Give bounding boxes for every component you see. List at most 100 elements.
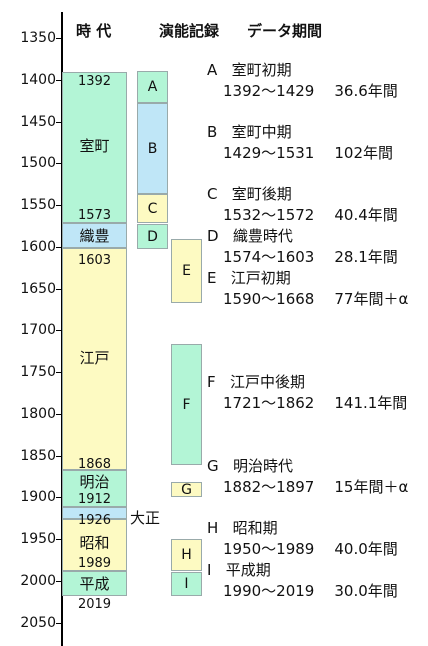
period-name: 明治時代 <box>232 457 293 475</box>
period-desc-c: C 室町後期 1532～1572 40.4年間 <box>207 184 398 226</box>
period-name: 室町後期 <box>231 185 292 203</box>
period-letter: B <box>207 123 218 141</box>
era-year-label: 1603 <box>77 253 112 268</box>
record-box-b: B <box>137 103 168 194</box>
era-year-label: 1926 <box>77 513 112 528</box>
year-axis-line <box>61 12 63 646</box>
period-duration: 102年間 <box>334 144 393 162</box>
period-range: 1950～1989 <box>223 540 315 558</box>
record-box-h: H <box>171 539 202 571</box>
period-column-header: データ期間 <box>247 22 323 40</box>
era-name-label: 明治 <box>79 473 110 491</box>
period-desc-i: I 平成期 1990～2019 30.0年間 <box>207 560 398 602</box>
tick-mark <box>56 80 62 81</box>
tick-label: 1550 <box>20 197 56 213</box>
period-duration: 28.1年間 <box>334 248 398 266</box>
period-duration: 40.4年間 <box>334 206 398 224</box>
period-name: 室町中期 <box>231 123 292 141</box>
period-range: 1590～1668 <box>223 290 315 308</box>
tick-label: 1800 <box>20 406 56 422</box>
period-desc-a: A 室町初期 1392～1429 36.6年間 <box>207 60 398 102</box>
period-range: 1574～1603 <box>223 248 315 266</box>
record-box-f: F <box>171 344 202 465</box>
period-name: 室町初期 <box>231 61 292 79</box>
tick-mark <box>56 372 62 373</box>
era-name-label: 平成 <box>79 575 110 593</box>
period-range: 1721～1862 <box>223 394 315 412</box>
period-duration: 141.1年間 <box>334 394 408 412</box>
period-name: 江戸中後期 <box>229 373 305 391</box>
tick-mark <box>56 247 62 248</box>
period-name: 江戸初期 <box>230 269 291 287</box>
period-range: 1882～1897 <box>223 478 315 496</box>
era-heisei <box>62 571 127 596</box>
tick-label: 1700 <box>20 322 56 338</box>
period-desc-f: F 江戸中後期 1721～1862 141.1年間 <box>207 372 407 414</box>
tick-mark <box>56 163 62 164</box>
tick-mark <box>56 289 62 290</box>
record-box-c: C <box>137 194 168 223</box>
period-range: 1429～1531 <box>223 144 315 162</box>
tick-mark <box>56 539 62 540</box>
period-letter: E <box>207 269 217 287</box>
era-name-label: 大正 <box>130 509 161 527</box>
era-year-label: 1392 <box>77 74 112 89</box>
period-duration: 36.6年間 <box>334 82 398 100</box>
period-desc-d: D 織豊時代 1574～1603 28.1年間 <box>207 226 398 268</box>
period-name: 昭和期 <box>232 519 278 537</box>
period-letter: A <box>207 61 218 79</box>
period-range: 1990～2019 <box>223 582 315 600</box>
period-desc-g: G 明治時代 1882～1897 15年間＋α <box>207 456 408 498</box>
era-muromachi <box>62 72 127 223</box>
record-box-i: I <box>171 572 202 596</box>
period-letter: F <box>207 373 216 391</box>
period-range: 1532～1572 <box>223 206 315 224</box>
period-letter: I <box>207 561 212 579</box>
tick-mark <box>56 205 62 206</box>
period-name: 織豊時代 <box>232 227 293 245</box>
period-letter: D <box>207 227 219 245</box>
record-box-a: A <box>137 71 168 103</box>
tick-label: 2050 <box>20 615 56 631</box>
tick-mark <box>56 330 62 331</box>
era-year-label: 1868 <box>77 457 112 472</box>
era-year-label: 1912 <box>77 492 112 507</box>
era-taisho <box>62 507 127 519</box>
period-name: 平成期 <box>225 561 271 579</box>
tick-label: 2000 <box>20 573 56 589</box>
period-range: 1392～1429 <box>223 82 315 100</box>
tick-label: 1650 <box>20 281 56 297</box>
tick-label: 1750 <box>20 364 56 380</box>
era-meiji <box>62 470 127 507</box>
tick-label: 1350 <box>20 30 56 46</box>
era-column-header: 時 代 <box>76 22 112 40</box>
era-edo <box>62 248 127 470</box>
record-box-e: E <box>171 239 202 303</box>
tick-mark <box>56 38 62 39</box>
tick-label: 1950 <box>20 531 56 547</box>
tick-mark <box>56 456 62 457</box>
period-letter: G <box>207 457 219 475</box>
period-letter: C <box>207 185 218 203</box>
era-name-label: 室町 <box>79 137 110 155</box>
era-name-label: 昭和 <box>79 534 110 552</box>
tick-mark <box>56 497 62 498</box>
tick-label: 1400 <box>20 72 56 88</box>
period-duration: 77年間＋α <box>334 290 409 308</box>
tick-mark <box>56 623 62 624</box>
tick-label: 1600 <box>20 239 56 255</box>
era-year-label: 1989 <box>77 556 112 571</box>
period-duration: 15年間＋α <box>334 478 409 496</box>
era-name-label: 江戸 <box>79 349 110 367</box>
period-desc-e: E 江戸初期 1590～1668 77年間＋α <box>207 268 408 310</box>
records-column-header: 演能記録 <box>159 22 220 40</box>
period-duration: 40.0年間 <box>334 540 398 558</box>
tick-mark <box>56 122 62 123</box>
period-desc-b: B 室町中期 1429～1531 102年間 <box>207 122 393 164</box>
era-year-label: 1573 <box>77 208 112 223</box>
period-duration: 30.0年間 <box>334 582 398 600</box>
tick-label: 1450 <box>20 114 56 130</box>
record-box-d: D <box>137 224 168 249</box>
era-year-label: 2019 <box>77 597 112 612</box>
